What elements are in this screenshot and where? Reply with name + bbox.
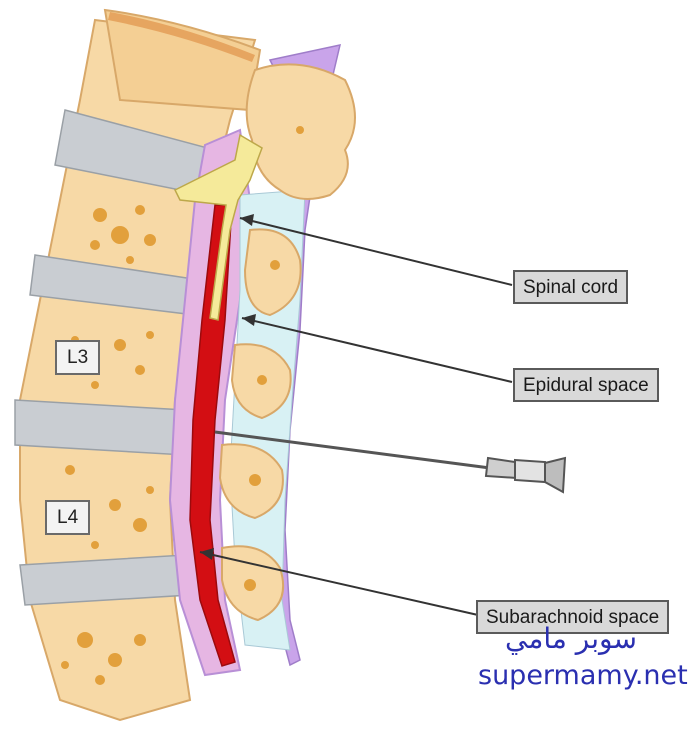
vertebra-label-l3: L3 xyxy=(55,340,101,375)
watermark-arabic: سوبر مامي xyxy=(505,622,637,655)
callout-lines xyxy=(199,217,513,616)
vertebra-label-l4: L4 xyxy=(45,500,91,535)
epidural-space-label: Epidural space xyxy=(513,368,659,402)
syringe-needle-icon xyxy=(214,430,567,494)
top-vertebra xyxy=(103,8,262,112)
disc-3 xyxy=(14,399,186,456)
subarachnoid-space-label: Subarachnoid space xyxy=(476,600,670,634)
spinal-cord-label: Spinal cord xyxy=(513,270,629,304)
spinal-cord-shape xyxy=(189,204,236,667)
nerve-root xyxy=(173,133,263,321)
bone-texture xyxy=(61,205,156,685)
watermark-latin: supermamy.net xyxy=(478,660,688,691)
